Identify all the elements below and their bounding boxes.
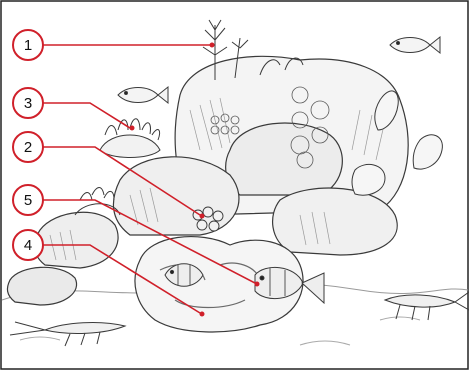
- callout-label-4: 4: [24, 237, 32, 254]
- callout-3: 3: [13, 88, 43, 118]
- callout-label-5: 5: [24, 192, 32, 209]
- callout-label-1: 1: [24, 37, 32, 54]
- callout-5: 5: [13, 185, 43, 215]
- callout-4: 4: [13, 230, 43, 260]
- callout-2: 2: [13, 132, 43, 162]
- callout-label-3: 3: [24, 95, 32, 112]
- callout-label-2: 2: [24, 139, 32, 156]
- callout-1: 1: [13, 30, 43, 60]
